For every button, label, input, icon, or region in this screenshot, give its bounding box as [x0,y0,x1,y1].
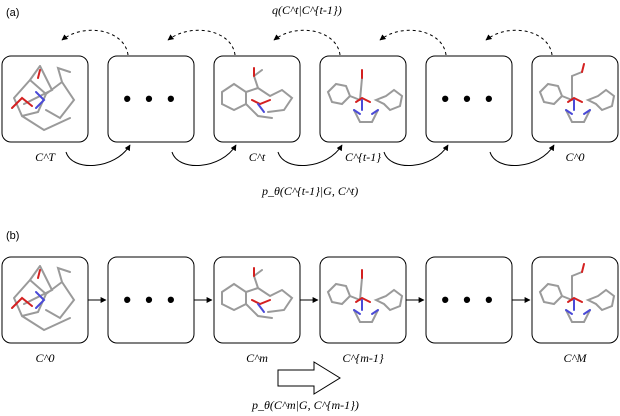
molecule-noisy-a [11,65,76,132]
caption-b-4: C^{m-1} [342,351,384,365]
panel-b-label: (b) [6,230,19,242]
caption-b-6: C^M [563,351,587,365]
ellipsis-b-2: • • • [441,287,496,312]
ellipsis-b-1: • • • [123,287,178,312]
box-a-5 [425,55,513,143]
panel-a-label: (a) [6,7,19,19]
molecule-partial-a [221,67,294,119]
molecule-clean-b [326,269,404,323]
box-a-3 [213,55,301,143]
caption-a-3: C^t [249,150,266,164]
molecule-noisy-b [11,265,76,332]
forward-dashed-arcs [61,29,553,56]
caption-b-3: C^m [246,351,268,365]
molecule-clean-a [326,69,404,123]
caption-b-1: C^0 [35,351,54,365]
step-label: p_θ(C^m|G, C^{m-1}) [251,398,359,412]
box-a-2 [107,55,195,143]
box-b-3 [213,256,301,344]
panel-a-boxes [1,55,619,143]
caption-a-1: C^T [35,150,56,164]
molecule-final-a [538,63,616,123]
molecule-final-b [538,263,616,323]
ellipsis-a-1: • • • [123,86,178,111]
step-block-arrow [277,361,341,395]
reverse-solid-arcs [65,144,555,166]
reverse-process-label: p_θ(C^{t-1}|G, C^t) [261,184,358,198]
caption-a-6: C^0 [565,150,584,164]
ellipsis-a-2: • • • [441,86,496,111]
caption-a-4: C^{t-1} [345,150,381,164]
molecule-partial-b [221,267,294,319]
forward-process-label: q(C^t|C^{t-1}) [272,3,342,17]
